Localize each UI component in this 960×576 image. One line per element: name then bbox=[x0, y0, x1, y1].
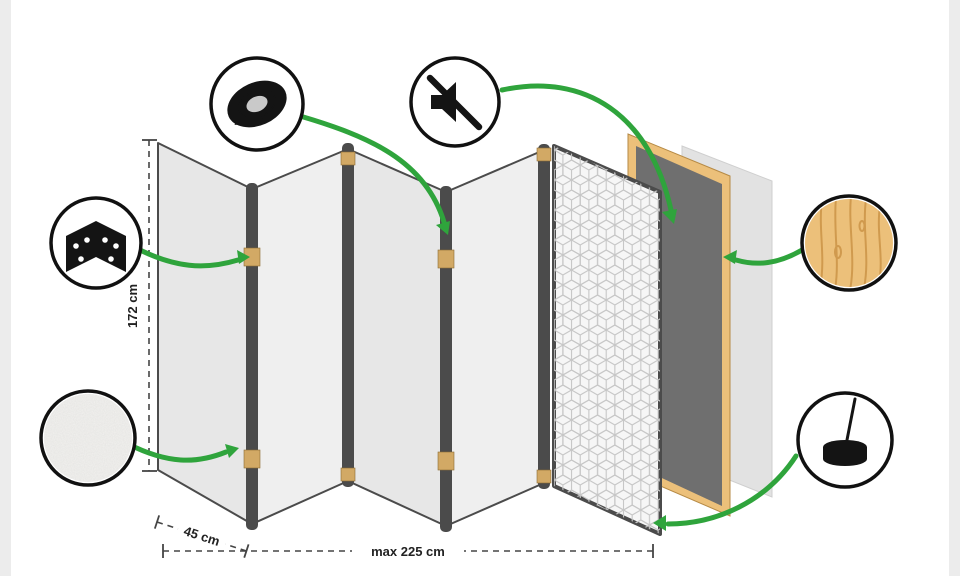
hinge-plate-right bbox=[96, 221, 126, 272]
callout-pin bbox=[796, 391, 894, 489]
accordion-panels bbox=[157, 142, 552, 532]
wood-knot bbox=[834, 245, 842, 259]
hinge-piece bbox=[536, 147, 552, 162]
hinge-icon bbox=[66, 221, 126, 272]
screw-hole bbox=[84, 237, 90, 243]
callout-hinge bbox=[49, 196, 143, 290]
grain-line bbox=[863, 199, 868, 287]
max-width-label: max 225 cm bbox=[371, 544, 445, 559]
arrow-texture bbox=[125, 441, 229, 463]
adhesive-tape-icon bbox=[227, 80, 287, 128]
arrow-wood-head bbox=[723, 250, 737, 264]
arrow-mute-head bbox=[662, 209, 677, 224]
panel-3 bbox=[347, 148, 447, 527]
floor-pin-icon bbox=[823, 397, 867, 466]
panel-4 bbox=[445, 149, 545, 527]
hinge-piece bbox=[437, 249, 455, 269]
hinge-bar-4 bbox=[538, 144, 550, 489]
arrow-hinge bbox=[133, 245, 241, 269]
dimension-max-width: max 225 cm bbox=[162, 543, 654, 560]
arrow-texture-head bbox=[225, 444, 239, 458]
max-width-label-bg bbox=[352, 543, 464, 560]
canvas-edge-right bbox=[949, 0, 960, 576]
mute-speaker-icon bbox=[426, 74, 483, 131]
hinge-bar-3 bbox=[440, 186, 452, 532]
callout-wood bbox=[800, 194, 898, 292]
panel-width-label: 45 cm bbox=[182, 523, 222, 549]
hinge-bar-2 bbox=[342, 143, 354, 487]
geometric-cube-pattern bbox=[554, 146, 660, 534]
tape-layer-ring bbox=[238, 89, 276, 119]
grain-line bbox=[849, 199, 854, 287]
canvas-edge-left bbox=[0, 0, 11, 576]
screw-hole bbox=[108, 256, 114, 262]
tape-tail bbox=[234, 116, 265, 125]
hinge-bar-1 bbox=[246, 183, 258, 530]
hinge-piece bbox=[243, 449, 261, 469]
panel-2 bbox=[251, 148, 349, 525]
hinges bbox=[243, 147, 552, 484]
arrow-tape bbox=[297, 113, 447, 225]
dimension-height: 172 cm bbox=[125, 139, 157, 472]
panel-1 bbox=[157, 142, 253, 525]
grain-line bbox=[834, 199, 838, 287]
patterned-panel bbox=[552, 144, 662, 536]
panel-width-label-bg bbox=[175, 520, 229, 552]
callout-tape bbox=[209, 56, 305, 152]
tape-core bbox=[246, 95, 268, 113]
hinge-piece bbox=[437, 451, 455, 471]
arrow-tape-head bbox=[436, 221, 450, 235]
arrow-mute bbox=[499, 83, 674, 213]
pin-needle bbox=[844, 397, 857, 447]
hinge-plate-left bbox=[66, 221, 96, 272]
panel-width-tick-left bbox=[153, 515, 161, 529]
hinge-piece bbox=[340, 151, 356, 166]
fabric-grain bbox=[44, 394, 132, 482]
callout-arrows bbox=[125, 83, 805, 531]
screw-hole bbox=[102, 237, 108, 243]
arrow-pin-head bbox=[653, 515, 666, 531]
arrow-hinge-head bbox=[237, 250, 250, 264]
arrow-pin bbox=[665, 453, 799, 527]
screw-hole bbox=[113, 243, 119, 249]
arrow-wood bbox=[733, 247, 805, 266]
wood-knot bbox=[858, 220, 866, 232]
height-label: 172 cm bbox=[125, 284, 140, 328]
dimension-panel-width: 45 cm bbox=[153, 515, 250, 558]
callout-mute bbox=[409, 56, 501, 148]
speaker-body bbox=[431, 82, 456, 122]
screw-hole bbox=[73, 243, 79, 249]
wood-texture-swatch bbox=[805, 199, 893, 287]
panel-width-tick-right bbox=[243, 544, 250, 558]
callout-texture bbox=[39, 389, 137, 487]
mute-slash bbox=[426, 74, 483, 131]
hinge-piece bbox=[536, 469, 552, 484]
screw-hole bbox=[78, 256, 84, 262]
hinge-piece bbox=[340, 467, 356, 482]
pin-base-body bbox=[823, 447, 867, 466]
